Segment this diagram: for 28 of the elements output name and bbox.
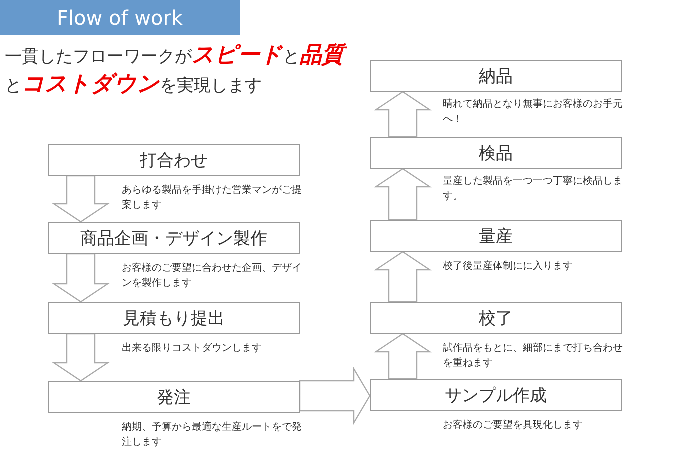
step-box: 量産 (370, 220, 622, 252)
block-arrow (374, 251, 432, 303)
title-banner: Flow of work (0, 0, 240, 35)
block-arrow (374, 91, 432, 138)
block-arrow (374, 168, 432, 221)
step-description: 納期、予算から最適な生産ルートをで発注します (122, 420, 303, 450)
step-description: 校了後量産体制にに入ります (443, 260, 574, 274)
step-box: 発注 (48, 381, 300, 413)
step-description: 出来る限りコストダウンします (122, 342, 263, 356)
block-arrow (299, 366, 371, 426)
block-arrow (374, 333, 432, 380)
step-box: 検品 (370, 137, 622, 169)
step-box: 納品 (370, 60, 622, 92)
block-arrow (52, 175, 110, 223)
step-box: 打合わせ (48, 144, 300, 176)
step-description: お客様のご要望に合わせた企画、デザインを製作します (122, 262, 303, 291)
step-description: あらゆる製品を手掛けた営業マンがご提案します (122, 184, 303, 213)
step-description: 晴れて納品となり無事にお客様のお手元へ！ (443, 98, 624, 127)
step-description: 量産した製品を一つ一つ丁寧に検品します。 (443, 174, 624, 204)
step-box: 商品企画・デザイン製作 (48, 222, 300, 254)
step-box: サンプル作成 (370, 379, 622, 411)
step-description: お客様のご要望を具現化します (443, 418, 584, 433)
tagline: 一貫したフローワークがスピードと品質とコストダウンを実現します (5, 42, 350, 100)
block-arrow (52, 333, 110, 382)
step-description: 試作品をもとに、細部にまで打ち合わせを重ねます (443, 342, 624, 371)
step-box: 見積もり提出 (48, 302, 300, 334)
block-arrow (52, 253, 110, 303)
step-box: 校了 (370, 302, 622, 334)
